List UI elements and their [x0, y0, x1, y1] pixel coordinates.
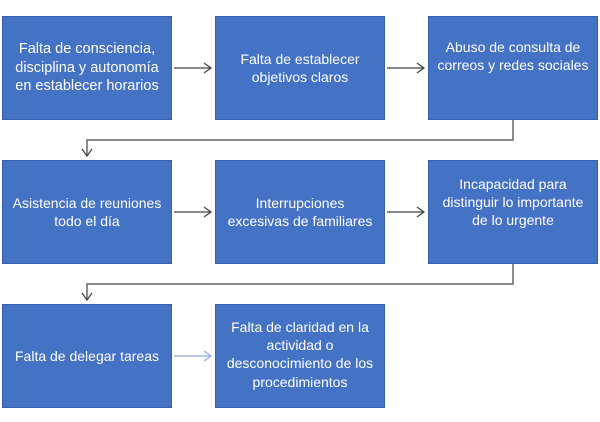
box-label: Abuso de consulta de correos y redes soc…: [437, 39, 589, 74]
box-interrupciones: Interrupciones excesivas de familiares: [215, 160, 385, 264]
box-falta-de-delegar: Falta de delegar tareas: [2, 304, 172, 408]
box-abuso-de-correos: Abuso de consulta de correos y redes soc…: [428, 16, 598, 120]
box-falta-de-objetivos: Falta de establecer objetivos claros: [215, 16, 385, 120]
arrow-box1-to-box2: [174, 62, 213, 74]
arrow-box7-to-box8: [174, 350, 213, 362]
box-label: Falta de delegar tareas: [15, 347, 159, 364]
arrow-box2-to-box3: [387, 62, 426, 74]
box-falta-de-consciencia: Falta de consciencia, disciplina y auton…: [2, 16, 172, 120]
box-asistencia-reuniones: Asistencia de reuniones todo el día: [2, 160, 172, 264]
box-falta-de-claridad: Falta de claridad en la actividad o desc…: [215, 304, 385, 408]
box-label: Interrupciones excesivas de familiares: [227, 194, 373, 229]
elbow-box6-to-box7: [81, 264, 514, 302]
box-label: Incapacidad para distinguir lo important…: [442, 176, 584, 229]
box-label: Asistencia de reuniones todo el día: [12, 194, 162, 229]
arrow-box4-to-box5: [174, 206, 213, 218]
elbow-box3-to-box4: [81, 120, 514, 158]
box-label: Falta de establecer objetivos claros: [240, 51, 360, 86]
box-label: Falta de consciencia, disciplina y auton…: [15, 40, 159, 95]
arrow-box5-to-box6: [387, 206, 426, 218]
box-label: Falta de claridad en la actividad o desc…: [226, 319, 374, 390]
box-incapacidad-distinguir: Incapacidad para distinguir lo important…: [428, 160, 598, 264]
